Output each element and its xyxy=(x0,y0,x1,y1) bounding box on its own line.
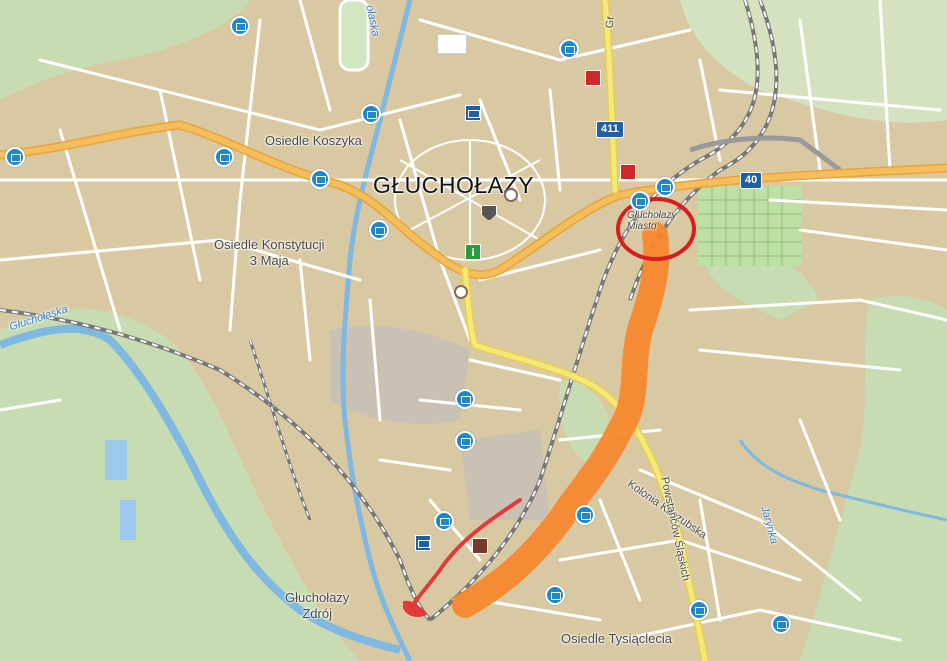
bus-stop-icon[interactable] xyxy=(575,505,595,525)
district-label-koszyka: Osiedle Koszyka xyxy=(265,133,362,148)
bus-stop-icon[interactable] xyxy=(230,16,250,36)
district-label-zdroj: Głuchołazy Zdrój xyxy=(285,590,350,621)
industrial-areas xyxy=(330,326,550,520)
bus-stop-icon[interactable] xyxy=(214,147,234,167)
bus-stop-icon[interactable] xyxy=(361,104,381,124)
road-shield-411: 411 xyxy=(596,121,624,138)
railways xyxy=(0,0,842,622)
highlighted-route-orange xyxy=(452,222,670,618)
fuel-station-icon[interactable] xyxy=(585,70,601,86)
bus-stop-icon[interactable] xyxy=(655,177,675,197)
church-icon[interactable] xyxy=(454,285,468,299)
town-hall-icon[interactable] xyxy=(481,205,497,221)
district-label-tysiaclecia: Osiedle Tysiąclecia xyxy=(561,631,673,646)
bus-stop-icon[interactable] xyxy=(689,600,709,620)
post-office-icon[interactable] xyxy=(415,535,431,551)
old-town xyxy=(394,139,546,261)
museum-icon[interactable] xyxy=(472,538,488,554)
ponds xyxy=(105,0,370,540)
bus-stop-icon[interactable] xyxy=(771,614,791,634)
allotment-gardens xyxy=(698,186,802,266)
bus-stop-icon[interactable] xyxy=(434,511,454,531)
bus-stop-icon[interactable] xyxy=(455,431,475,451)
church-icon[interactable] xyxy=(504,188,518,202)
district-label-konstytucji: Osiedle Konstytucji 3 Maja xyxy=(214,237,325,268)
bus-stop-icon[interactable] xyxy=(630,191,650,211)
station-highlight-circle xyxy=(616,197,696,261)
post-office-icon[interactable] xyxy=(465,105,481,121)
bus-stop-icon[interactable] xyxy=(5,147,25,167)
bus-stop-icon[interactable] xyxy=(369,220,389,240)
road-shield-40: 40 xyxy=(740,172,763,189)
street-label-top: Gr xyxy=(604,15,617,29)
station-label: Głuchołazy Miasto xyxy=(627,210,677,232)
bus-stop-icon[interactable] xyxy=(559,39,579,59)
building-marker xyxy=(437,34,467,54)
fuel-station-icon[interactable] xyxy=(620,164,636,180)
information-icon[interactable]: i xyxy=(465,244,481,260)
highlighted-route-red xyxy=(403,498,522,617)
bus-stop-icon[interactable] xyxy=(455,389,475,409)
bus-stop-icon[interactable] xyxy=(545,585,565,605)
bus-stop-icon[interactable] xyxy=(310,169,330,189)
